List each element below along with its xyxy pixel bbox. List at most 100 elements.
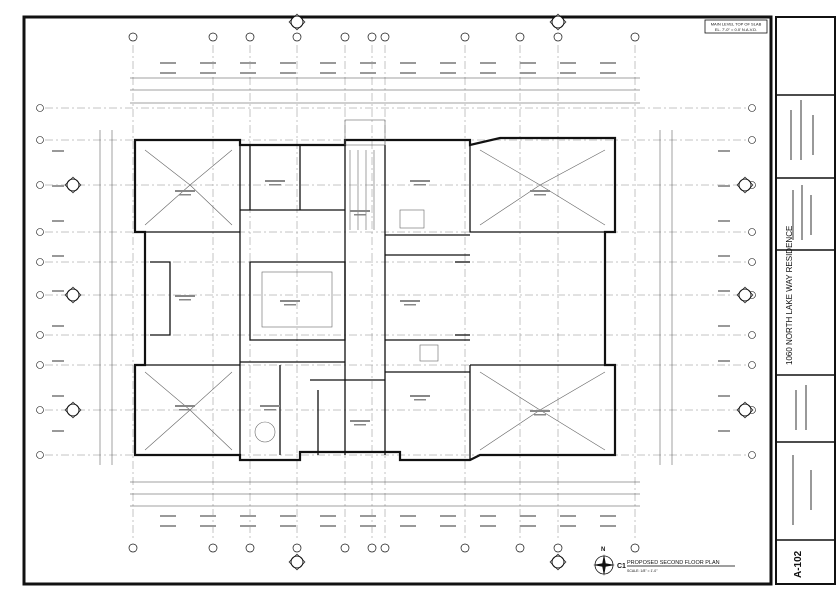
dimension-label — [320, 525, 336, 527]
sheet-number: A-102 — [793, 550, 804, 578]
dimension-label — [200, 525, 216, 527]
section-marker-arrow — [64, 401, 82, 419]
dimension-label — [160, 525, 176, 527]
section-marker — [551, 15, 565, 29]
detail-id: C1 — [617, 563, 626, 570]
dimension-label — [480, 72, 496, 74]
north-label: N — [601, 547, 605, 553]
dimension-label — [52, 255, 64, 257]
room-label — [269, 184, 281, 186]
sheet-border — [22, 15, 773, 586]
grid-bubble — [208, 32, 218, 42]
dimension-label — [520, 62, 536, 64]
dimension-label — [240, 62, 256, 64]
dimension-label — [600, 525, 616, 527]
section-marker-arrow — [736, 286, 754, 304]
grid-bubble — [515, 543, 525, 553]
dimension-label — [600, 62, 616, 64]
section-marker-arrow — [64, 176, 82, 194]
room-labels — [175, 180, 550, 426]
dimension-label — [480, 515, 496, 517]
dimension-label — [160, 72, 176, 74]
dimension-label — [52, 220, 64, 222]
grid-bubble — [748, 228, 756, 236]
room-label — [404, 304, 416, 306]
section-marker-arrow — [736, 176, 754, 194]
dimension-label — [440, 515, 456, 517]
dimension-label — [400, 515, 416, 517]
grid-bubble — [460, 543, 470, 553]
section-marker-arrow — [549, 13, 567, 31]
grid-bubble — [245, 543, 255, 553]
section-marker — [66, 403, 80, 417]
dimension-label — [718, 185, 730, 187]
dimension-label — [560, 515, 576, 517]
room-label — [179, 194, 191, 196]
room-label — [175, 405, 195, 407]
title-block — [775, 16, 836, 585]
grid-bubble — [36, 228, 44, 236]
room-label — [410, 395, 430, 397]
dimension-label — [520, 515, 536, 517]
room-label — [354, 214, 366, 216]
dimension-label — [160, 62, 176, 64]
slab-note-line2: EL. 7'-0" = 0.0' N.A.V.D. — [715, 27, 757, 32]
grid-bubble — [748, 104, 756, 112]
dimension-lines — [99, 77, 673, 507]
dimension-label — [240, 525, 256, 527]
dimension-label — [400, 72, 416, 74]
grid-bubble — [36, 258, 44, 266]
dimension-label — [440, 62, 456, 64]
grid-bubble — [630, 32, 640, 42]
room-label — [280, 300, 300, 302]
room-label — [265, 180, 285, 182]
dimension-label — [560, 62, 576, 64]
grid-bubble — [380, 32, 390, 42]
dimension-label — [52, 360, 64, 362]
room-label — [354, 424, 366, 426]
grid-bubble — [128, 32, 138, 42]
room-label — [414, 399, 426, 401]
room-label — [534, 194, 546, 196]
room-label — [534, 414, 546, 416]
grid-bubble — [340, 543, 350, 553]
dimension-label — [480, 525, 496, 527]
dimension-label — [200, 515, 216, 517]
grid-bubble — [36, 451, 44, 459]
grid-bubble — [748, 451, 756, 459]
grid-bubble — [460, 32, 470, 42]
dimension-label — [360, 72, 376, 74]
section-marker — [290, 15, 304, 29]
grid-bubble — [128, 543, 138, 553]
grid-bubble — [340, 32, 350, 42]
grid-bubble — [36, 361, 44, 369]
dimension-label — [360, 515, 376, 517]
dimension-label — [52, 325, 64, 327]
grid-bubbles — [36, 32, 756, 553]
grid-bubble — [367, 32, 377, 42]
grid-bubble — [515, 32, 525, 42]
dimension-label — [320, 515, 336, 517]
section-marker — [66, 288, 80, 302]
grid-bubble — [553, 32, 563, 42]
room-label — [175, 295, 195, 297]
dimension-label — [718, 220, 730, 222]
dimension-label — [600, 515, 616, 517]
section-marker — [551, 555, 565, 569]
room-label — [284, 304, 296, 306]
dimension-label — [440, 72, 456, 74]
section-marker-arrow — [288, 13, 306, 31]
dimension-label — [718, 255, 730, 257]
dimension-label — [400, 525, 416, 527]
dimension-label — [200, 62, 216, 64]
room-label — [414, 184, 426, 186]
dimension-label — [440, 525, 456, 527]
dimension-label — [718, 325, 730, 327]
room-label — [179, 299, 191, 301]
slab-note-line1: MAIN LEVEL TOP OF SLAB — [711, 22, 762, 27]
grid-bubble — [380, 543, 390, 553]
plan-title: PROPOSED SECOND FLOOR PLAN — [627, 560, 720, 566]
dimension-label — [52, 185, 64, 187]
section-marker-arrow — [64, 286, 82, 304]
dimension-label — [480, 62, 496, 64]
